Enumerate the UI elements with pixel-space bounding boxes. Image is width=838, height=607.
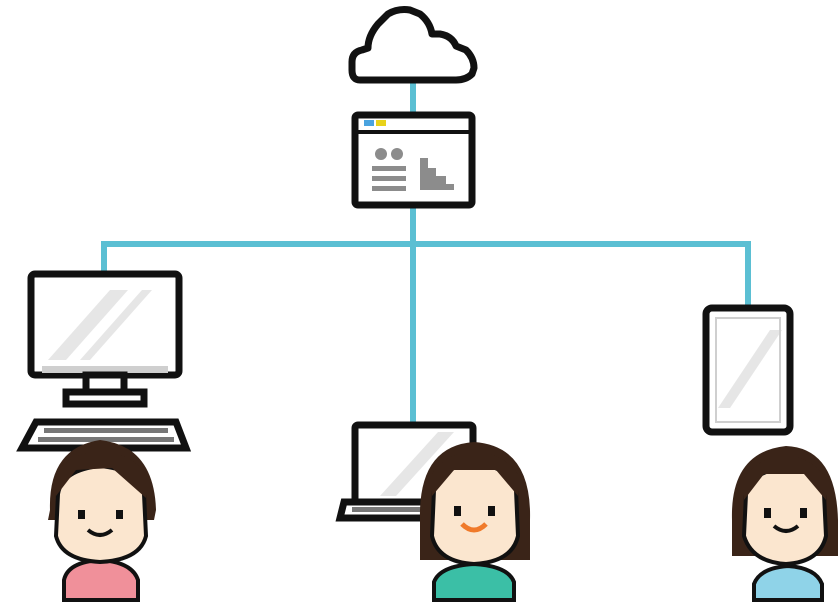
- app-text-line: [372, 176, 406, 181]
- web-app-window-icon: [351, 111, 476, 209]
- tablet-icon: [702, 304, 794, 436]
- user-avatar-right: [731, 446, 838, 602]
- window-titlebar-yellow: [376, 120, 386, 126]
- user-avatar-middle: [419, 442, 531, 602]
- laptop-screen-glare: [380, 432, 454, 496]
- app-text-line: [372, 186, 406, 191]
- connector-lines: [101, 82, 751, 425]
- user-avatar-left: [48, 440, 156, 602]
- desktop-screen-glare: [48, 290, 128, 360]
- window-titlebar-blue: [364, 120, 374, 126]
- app-text-line: [372, 166, 406, 171]
- app-stair-chart: [420, 158, 454, 190]
- desktop-screen-glare: [80, 290, 152, 360]
- tablet-screen-glare: [718, 330, 782, 408]
- cloud-icon: [348, 6, 478, 84]
- desktop-computer-icon: [16, 270, 192, 452]
- app-dot: [391, 148, 403, 160]
- app-dot: [375, 148, 387, 160]
